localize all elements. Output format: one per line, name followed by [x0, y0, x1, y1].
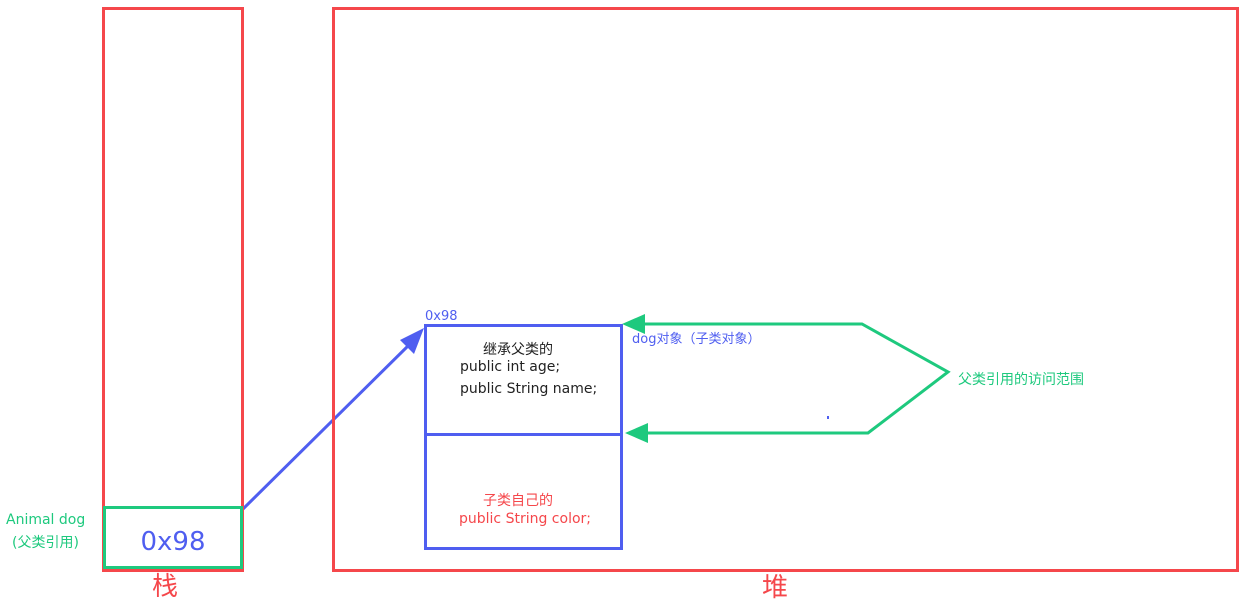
bottom-arrowhead-icon	[625, 423, 648, 443]
stack-variable-cell: 0x98	[103, 506, 243, 569]
own-section: 子类自己的 public String color;	[427, 436, 620, 547]
heap-label: 堆	[762, 573, 789, 603]
object-caption: dog对象（子类对象）	[632, 332, 761, 347]
inherited-field-name: public String name;	[460, 381, 598, 397]
stack-label: 栈	[152, 572, 179, 602]
heap-object: 继承父类的 public int age; public String name…	[424, 324, 623, 550]
inherited-title: 继承父类的	[483, 342, 553, 358]
access-range-label: 父类引用的访问范围	[958, 372, 1084, 388]
own-title: 子类自己的	[483, 493, 553, 509]
top-arrowhead-icon	[622, 314, 645, 334]
inherited-field-age: public int age;	[460, 359, 561, 375]
stray-dot	[827, 416, 829, 419]
reference-arrow	[240, 328, 424, 512]
stack-variable-value: 0x98	[140, 526, 206, 557]
object-address: 0x98	[425, 309, 458, 324]
own-field-color: public String color;	[459, 511, 591, 527]
stack-variable-note: (父类引用)	[12, 535, 79, 551]
heap-region	[332, 7, 1239, 572]
inherited-section: 继承父类的 public int age; public String name…	[427, 327, 620, 436]
stack-region	[102, 7, 244, 572]
stack-variable-declaration: Animal dog	[6, 512, 86, 528]
access-range-bracket	[622, 314, 951, 443]
